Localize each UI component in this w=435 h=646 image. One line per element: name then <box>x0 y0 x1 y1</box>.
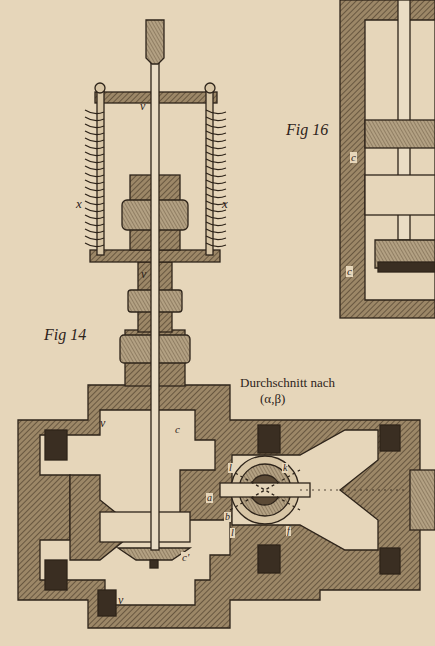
figure-label: Fig 14 <box>44 327 86 343</box>
callout-letter: k <box>282 463 288 473</box>
callout-letter: l <box>228 463 233 473</box>
callout-letter: x <box>222 197 228 210</box>
callout-letter: v <box>140 100 145 112</box>
section-note: (α,β) <box>260 392 285 405</box>
callout-letter: a <box>206 493 213 503</box>
callout-letter: b <box>224 512 231 522</box>
callout-letter: v <box>118 594 123 606</box>
callout-letter: v <box>100 417 105 429</box>
callout-letter: c <box>346 266 353 277</box>
callout-letter: c' <box>181 552 190 563</box>
section-note: Durchschnitt nach <box>240 376 335 389</box>
callout-letter: l <box>230 528 235 538</box>
figure-label: Fig 16 <box>286 122 328 138</box>
callout-letter: c <box>174 424 181 435</box>
callout-letter: c <box>350 152 357 163</box>
callout-letter: f <box>286 526 291 536</box>
callout-letter: x <box>76 197 82 210</box>
callout-letter: v <box>141 268 146 280</box>
